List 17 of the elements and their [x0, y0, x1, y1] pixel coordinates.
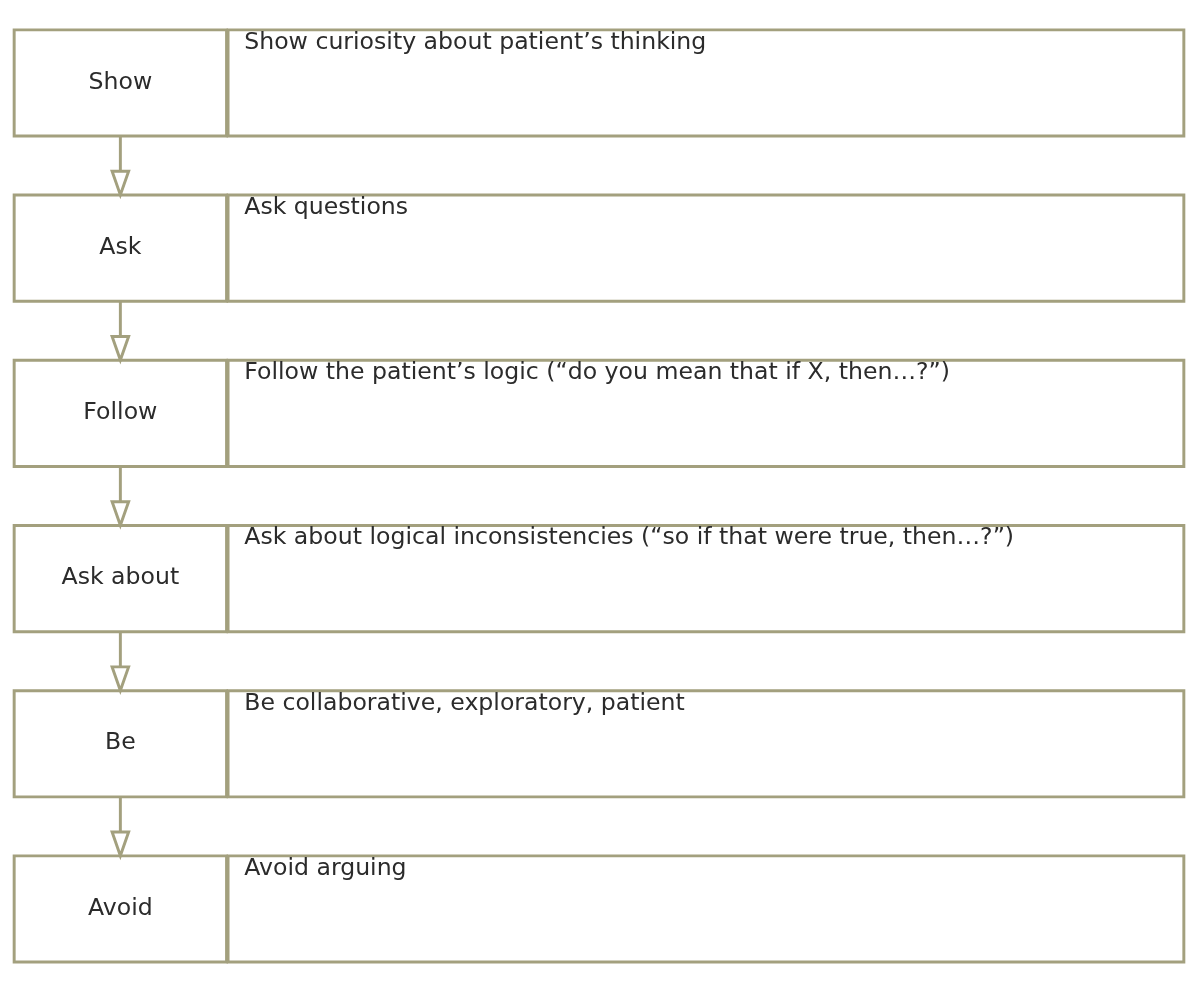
arrow [110, 301, 131, 365]
node-box: Follow [12, 358, 229, 468]
node-box: Be collaborative, exploratory, patient [226, 689, 1186, 799]
node-box: Show curiosity about patient’s thinking [226, 28, 1186, 138]
node-box: Avoid arguing [226, 854, 1186, 964]
node-box: Ask questions [226, 193, 1186, 303]
node-box: Ask about [12, 524, 229, 634]
node-box: Ask about logical inconsistencies (“so if that were true, then…?”) [226, 524, 1186, 634]
node-box: Be [12, 689, 229, 799]
arrow [110, 797, 131, 861]
arrow [110, 631, 131, 695]
node-box: Follow the patient’s logic (“do you mean that if X, then…?”) [226, 358, 1186, 468]
node-box: Ask [12, 193, 229, 303]
node-box: Avoid [12, 854, 229, 964]
node-box: Show [12, 28, 229, 138]
arrow [110, 136, 131, 200]
arrow [110, 466, 131, 530]
